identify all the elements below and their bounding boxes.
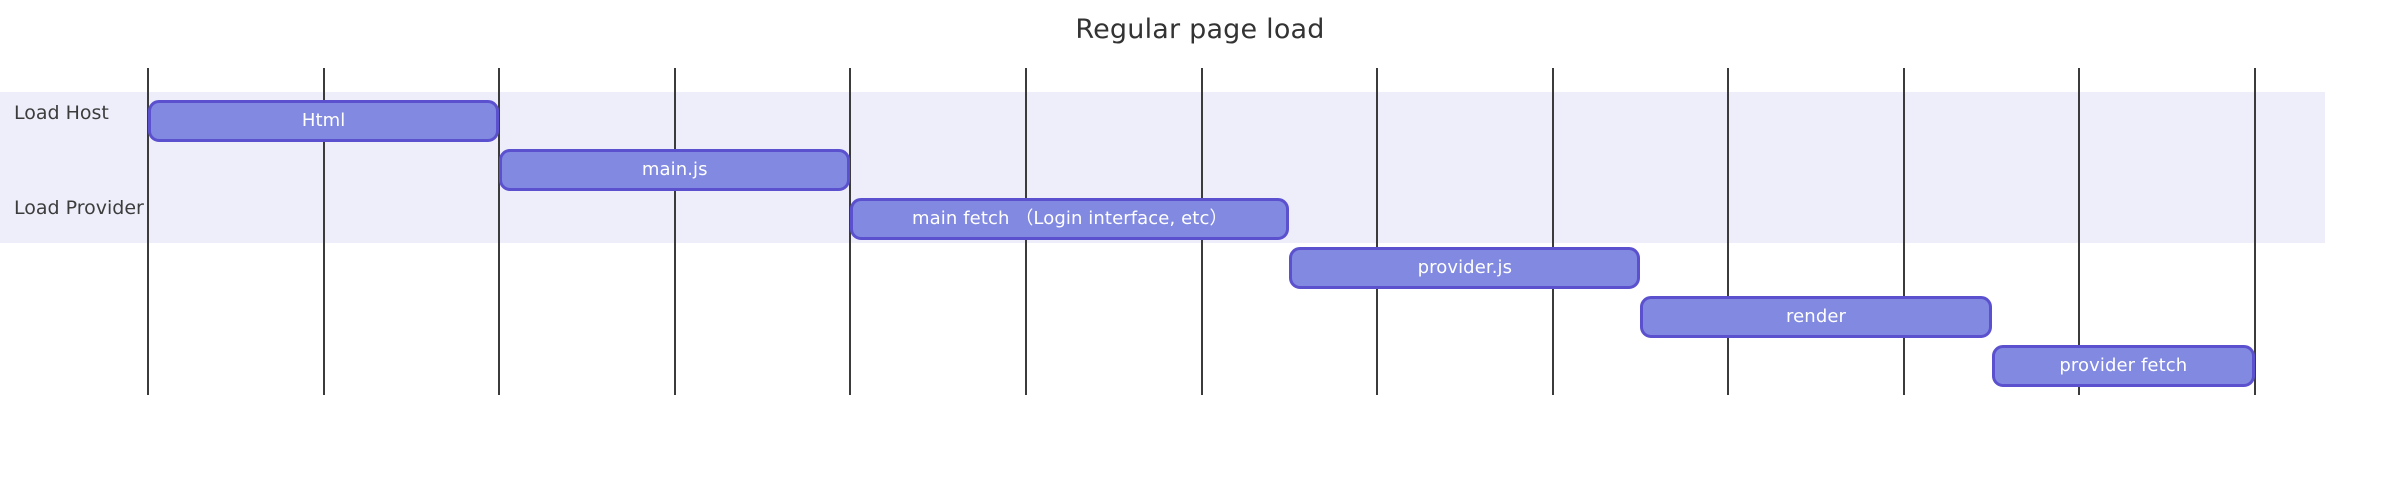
task-bar[interactable]: provider fetch (1991, 345, 2255, 387)
task-bar[interactable]: Html (148, 100, 500, 142)
task-bar-label: provider.js (1417, 257, 1513, 278)
gridline (1376, 68, 1379, 395)
task-bar-label: main fetch （Login interface, etc） (912, 208, 1228, 229)
gridline (2078, 68, 2081, 395)
task-bar[interactable]: main fetch （Login interface, etc） (850, 198, 1290, 240)
gridline (498, 68, 501, 395)
task-bar[interactable]: main.js (499, 149, 851, 191)
gridline (147, 68, 149, 395)
task-bar-label: main.js (641, 159, 708, 180)
gridline (322, 68, 325, 395)
task-bar-label: Html (301, 110, 346, 131)
page-title: Regular page load (1075, 14, 1325, 45)
task-bar-label: provider fetch (2059, 355, 2188, 376)
lane-label-load-host: Load Host (14, 102, 109, 124)
gridline (1902, 68, 1905, 395)
gridline (673, 68, 676, 395)
gridline (1727, 68, 1730, 395)
task-bar[interactable]: render (1640, 296, 1992, 338)
task-bar[interactable]: provider.js (1289, 247, 1641, 289)
gridline (1551, 68, 1554, 395)
gridline (2254, 68, 2256, 395)
lane-label-load-provider: Load Provider (14, 197, 144, 219)
task-bar-label: render (1786, 306, 1847, 327)
